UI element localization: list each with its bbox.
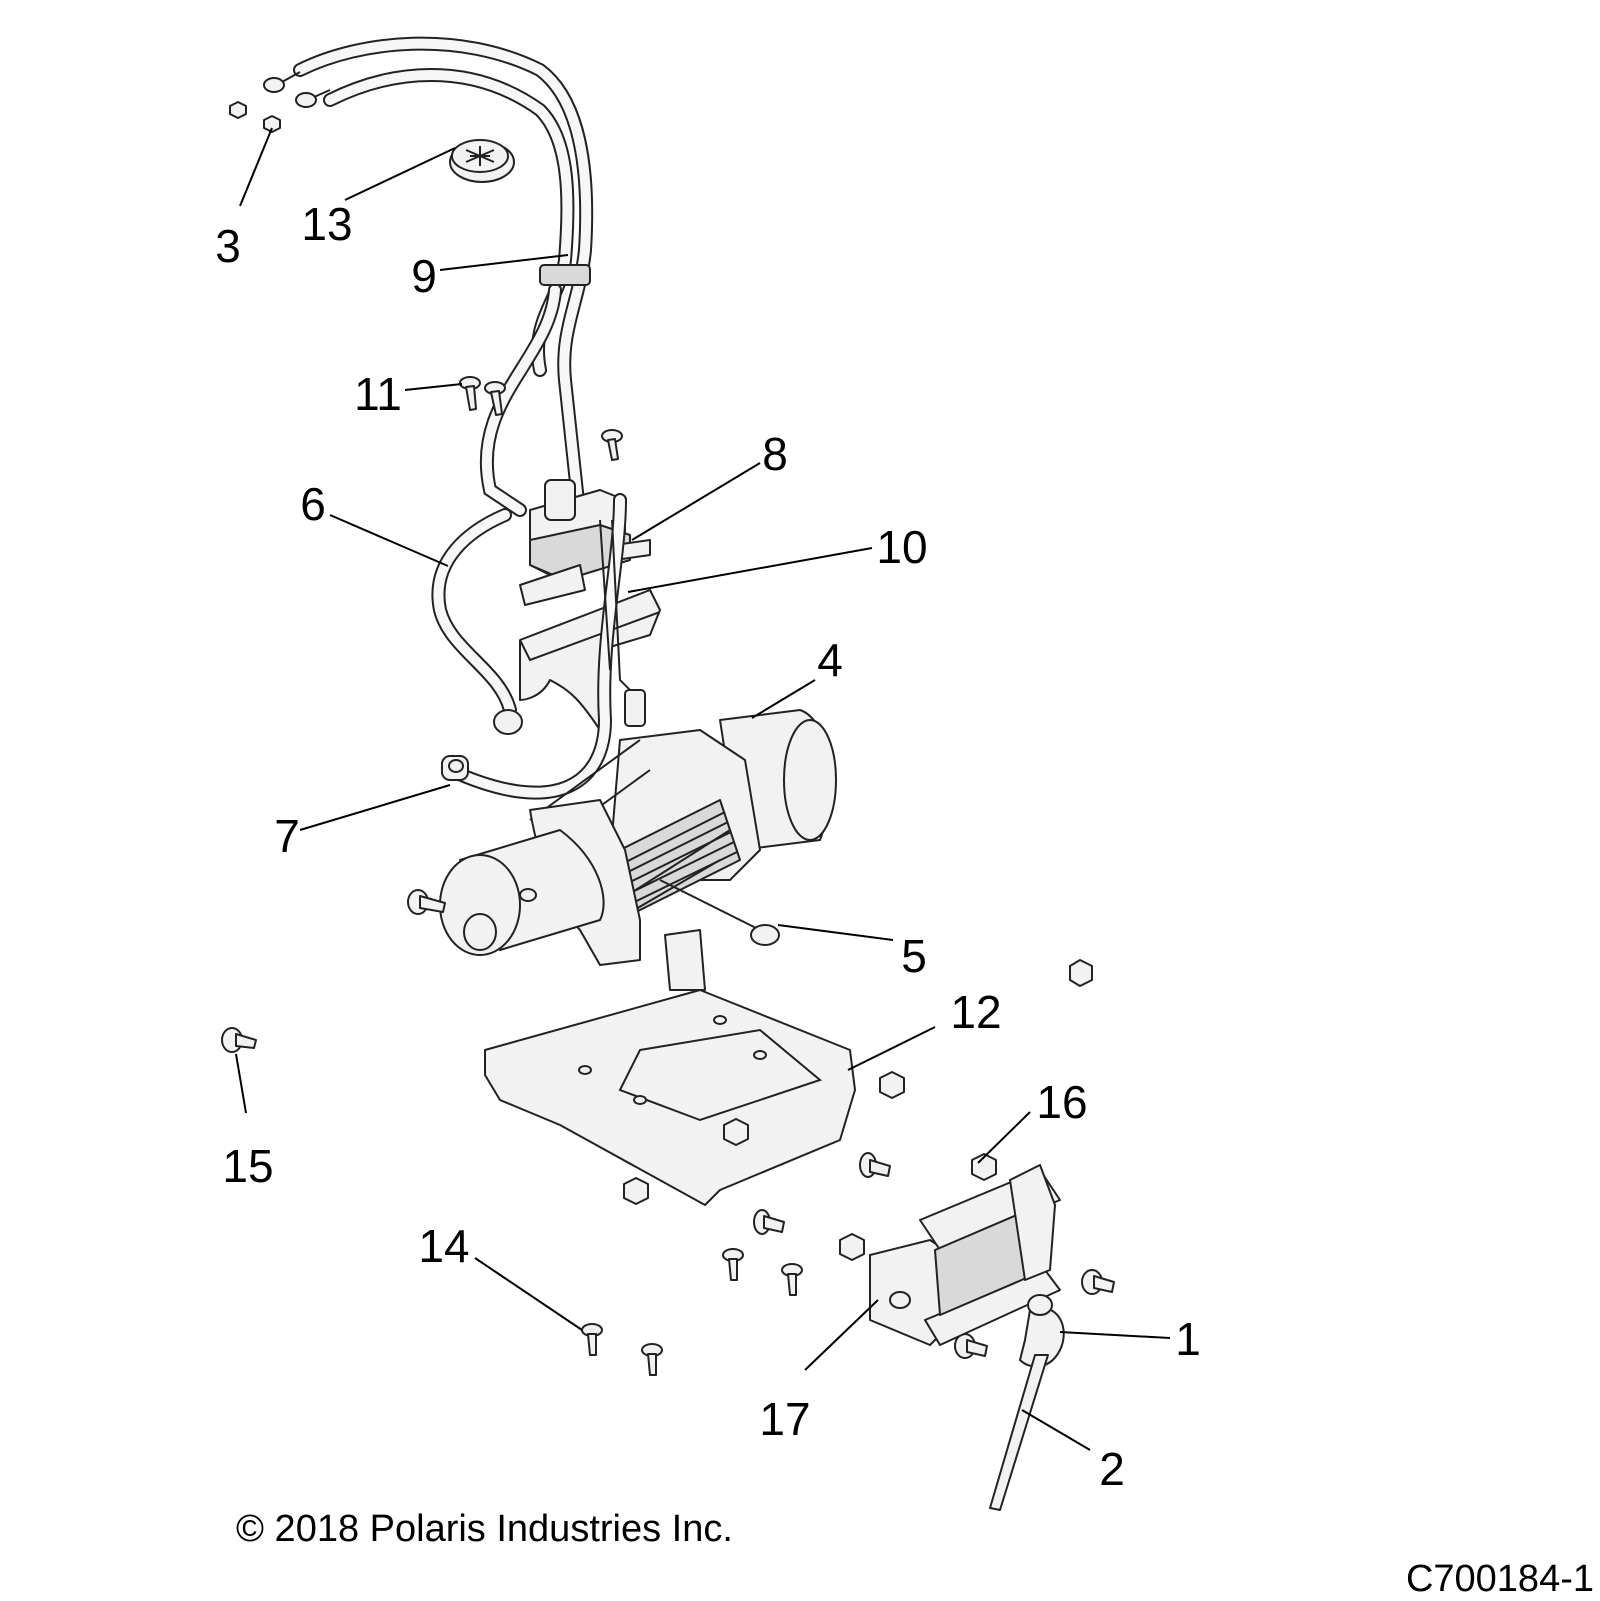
callout-numbers: 1 2 3 4 5 6 7 8 9 10 11 12 13 14 15 16 1…: [215, 198, 1201, 1495]
leader-13: [344, 147, 456, 201]
leader-12: [847, 1026, 936, 1071]
contactor-screws: [459, 376, 623, 461]
callout-2: 2: [1099, 1443, 1125, 1495]
callout-4: 4: [817, 634, 843, 686]
plate-fasteners: [221, 959, 1115, 1376]
leader-9: [439, 254, 569, 271]
leader-5: [777, 924, 894, 941]
callout-17: 17: [759, 1393, 810, 1445]
callout-9: 9: [411, 250, 437, 302]
leader-1: [1059, 1331, 1171, 1339]
callout-12: 12: [950, 986, 1001, 1038]
callout-10: 10: [876, 521, 927, 573]
callout-7: 7: [274, 810, 300, 862]
leader-17: [804, 1299, 879, 1371]
battery-cable-assembly: [263, 36, 594, 527]
winch-hook-and-strap: [989, 1294, 1065, 1511]
leader-2: [1021, 1409, 1091, 1451]
winch-mounting-plate: [484, 929, 856, 1206]
callout-6: 6: [300, 478, 326, 530]
callout-16: 16: [1036, 1076, 1087, 1128]
winch-contactor: [519, 479, 651, 606]
callout-15: 15: [222, 1140, 273, 1192]
callout-3: 3: [215, 220, 241, 272]
callout-8: 8: [762, 428, 788, 480]
callout-13: 13: [301, 198, 352, 250]
leader-4: [751, 679, 816, 719]
grommet: [449, 139, 515, 183]
winch: [439, 709, 837, 966]
leader-14: [474, 1257, 583, 1331]
callout-5: 5: [901, 930, 927, 982]
leader-10: [627, 547, 873, 593]
leader-15: [235, 1053, 247, 1114]
leader-11: [404, 383, 463, 391]
copyright-notice: © 2018 Polaris Industries Inc.: [236, 1508, 733, 1550]
winch-bolt: [407, 889, 446, 915]
leader-7: [299, 784, 451, 831]
roller-fairlead: [869, 1164, 1061, 1346]
leader-lines: [235, 127, 1171, 1451]
figure-id: C700184-1: [1405, 1558, 1594, 1600]
callout-1: 1: [1175, 1313, 1201, 1365]
terminal-nuts: [229, 101, 281, 133]
callout-11: 11: [354, 368, 402, 420]
winch-power-cables: [431, 493, 646, 800]
leader-3: [239, 127, 273, 207]
leader-8: [631, 462, 761, 541]
leader-6: [329, 514, 449, 567]
callout-14: 14: [418, 1220, 469, 1272]
leader-16: [977, 1111, 1031, 1164]
